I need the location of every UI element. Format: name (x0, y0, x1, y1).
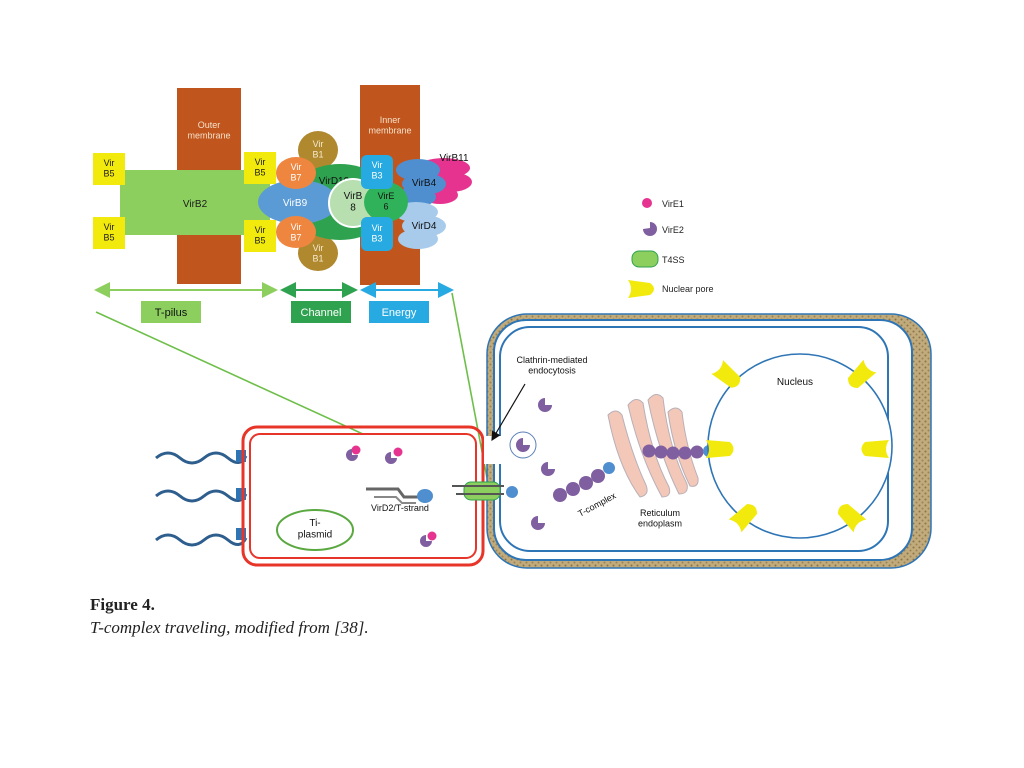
vire2-cell-2 (541, 462, 555, 476)
legend-label-nuclear-pore: Nuclear pore (662, 284, 714, 294)
vire1-bact-3 (427, 531, 437, 541)
channel-label: Channel (301, 307, 342, 319)
virb5-box-1 (93, 153, 125, 185)
vire2-cell-1 (538, 398, 552, 412)
virb1-top (298, 131, 338, 169)
vesicle-vire2 (516, 438, 530, 452)
nuclear-pore-2 (847, 359, 877, 389)
flagellum-3 (155, 533, 248, 547)
nuclear-pore-3 (706, 440, 734, 458)
nuclear-pore-5 (728, 503, 758, 533)
virb3-top (361, 155, 393, 189)
tpilus-box (141, 301, 201, 323)
legend-label-t4ss: T4SS (662, 255, 685, 265)
virD2-protein (417, 489, 433, 503)
figure-title: Figure 4. (90, 595, 155, 614)
virb10-label: VirD10 (319, 176, 350, 187)
vire2-bact-3 (420, 535, 432, 547)
virb6 (364, 182, 408, 222)
bacterium: Ti-plasmid VirD2/T-strand (155, 425, 485, 567)
virb5-box-4 (244, 220, 276, 252)
virb4-label: VirB4 (412, 178, 437, 189)
virb2-label: VirB2 (183, 199, 208, 210)
virb3-bottom (361, 217, 393, 251)
ti-plasmid (276, 509, 354, 551)
t-complex-chain (553, 462, 615, 502)
t4ss-junction (463, 481, 501, 501)
virb7-bottom (276, 216, 316, 248)
virb5-box-2 (93, 217, 125, 249)
virD2-strand-label: VirD2/T-strand (371, 503, 429, 513)
energy-box (369, 301, 429, 323)
vire2-bact-1 (346, 449, 358, 461)
t4ss-virD2 (506, 486, 518, 498)
virD4-label: VirD4 (412, 221, 437, 232)
t4ss-icon (631, 250, 659, 268)
legend-label-vire1: VirE1 (662, 199, 684, 209)
flagellum-2 (155, 489, 248, 503)
nucleus (707, 353, 893, 539)
vire2-bact-2 (385, 452, 397, 464)
virb9 (258, 180, 338, 224)
virb11-label: VirB11 (439, 153, 469, 164)
endocytosis-gap (484, 436, 502, 464)
nucleus-label: Nucleus (777, 377, 813, 388)
vire2-cell-3 (531, 516, 545, 530)
virb9-label: VirB9 (283, 198, 308, 209)
energy-label: Energy (382, 307, 417, 319)
t-strand-b (374, 496, 416, 504)
nuclear-pore-6 (837, 503, 867, 533)
flagellum-base-1 (236, 450, 246, 462)
virD4-c (398, 229, 438, 249)
t-strand (366, 487, 418, 499)
vire1-bact-2 (393, 447, 403, 457)
vire2-icon (643, 222, 657, 236)
virb5-box-3 (244, 152, 276, 184)
nuclear-pore-icon (628, 280, 654, 298)
vire1-icon (642, 198, 652, 208)
channel-box (291, 301, 351, 323)
tpilus-label: T-pilus (155, 307, 188, 319)
functional-brackets: T-pilus Channel Energy (94, 282, 454, 323)
vire1-bact-1 (351, 445, 361, 455)
flagellum-base-3 (236, 528, 246, 540)
flagellum-1 (155, 451, 248, 465)
zoom-line-right (451, 292, 488, 479)
virb7-top (276, 157, 316, 189)
flagellum-base-2 (236, 488, 246, 500)
nuclear-pore-1 (711, 360, 741, 388)
nuclear-pores (706, 359, 889, 533)
nuclear-pore-4 (861, 440, 889, 458)
clathrin-pointer (491, 383, 526, 442)
legend-label-vire2: VirE2 (662, 225, 684, 235)
t4ss-strand (452, 485, 504, 495)
legend: VirE1 VirE2 T4SS Nuclear pore (628, 198, 714, 298)
figure-caption: T-complex traveling, modified from [38]. (90, 618, 369, 637)
ti-plasmid-label: Ti-plasmid (298, 518, 332, 541)
